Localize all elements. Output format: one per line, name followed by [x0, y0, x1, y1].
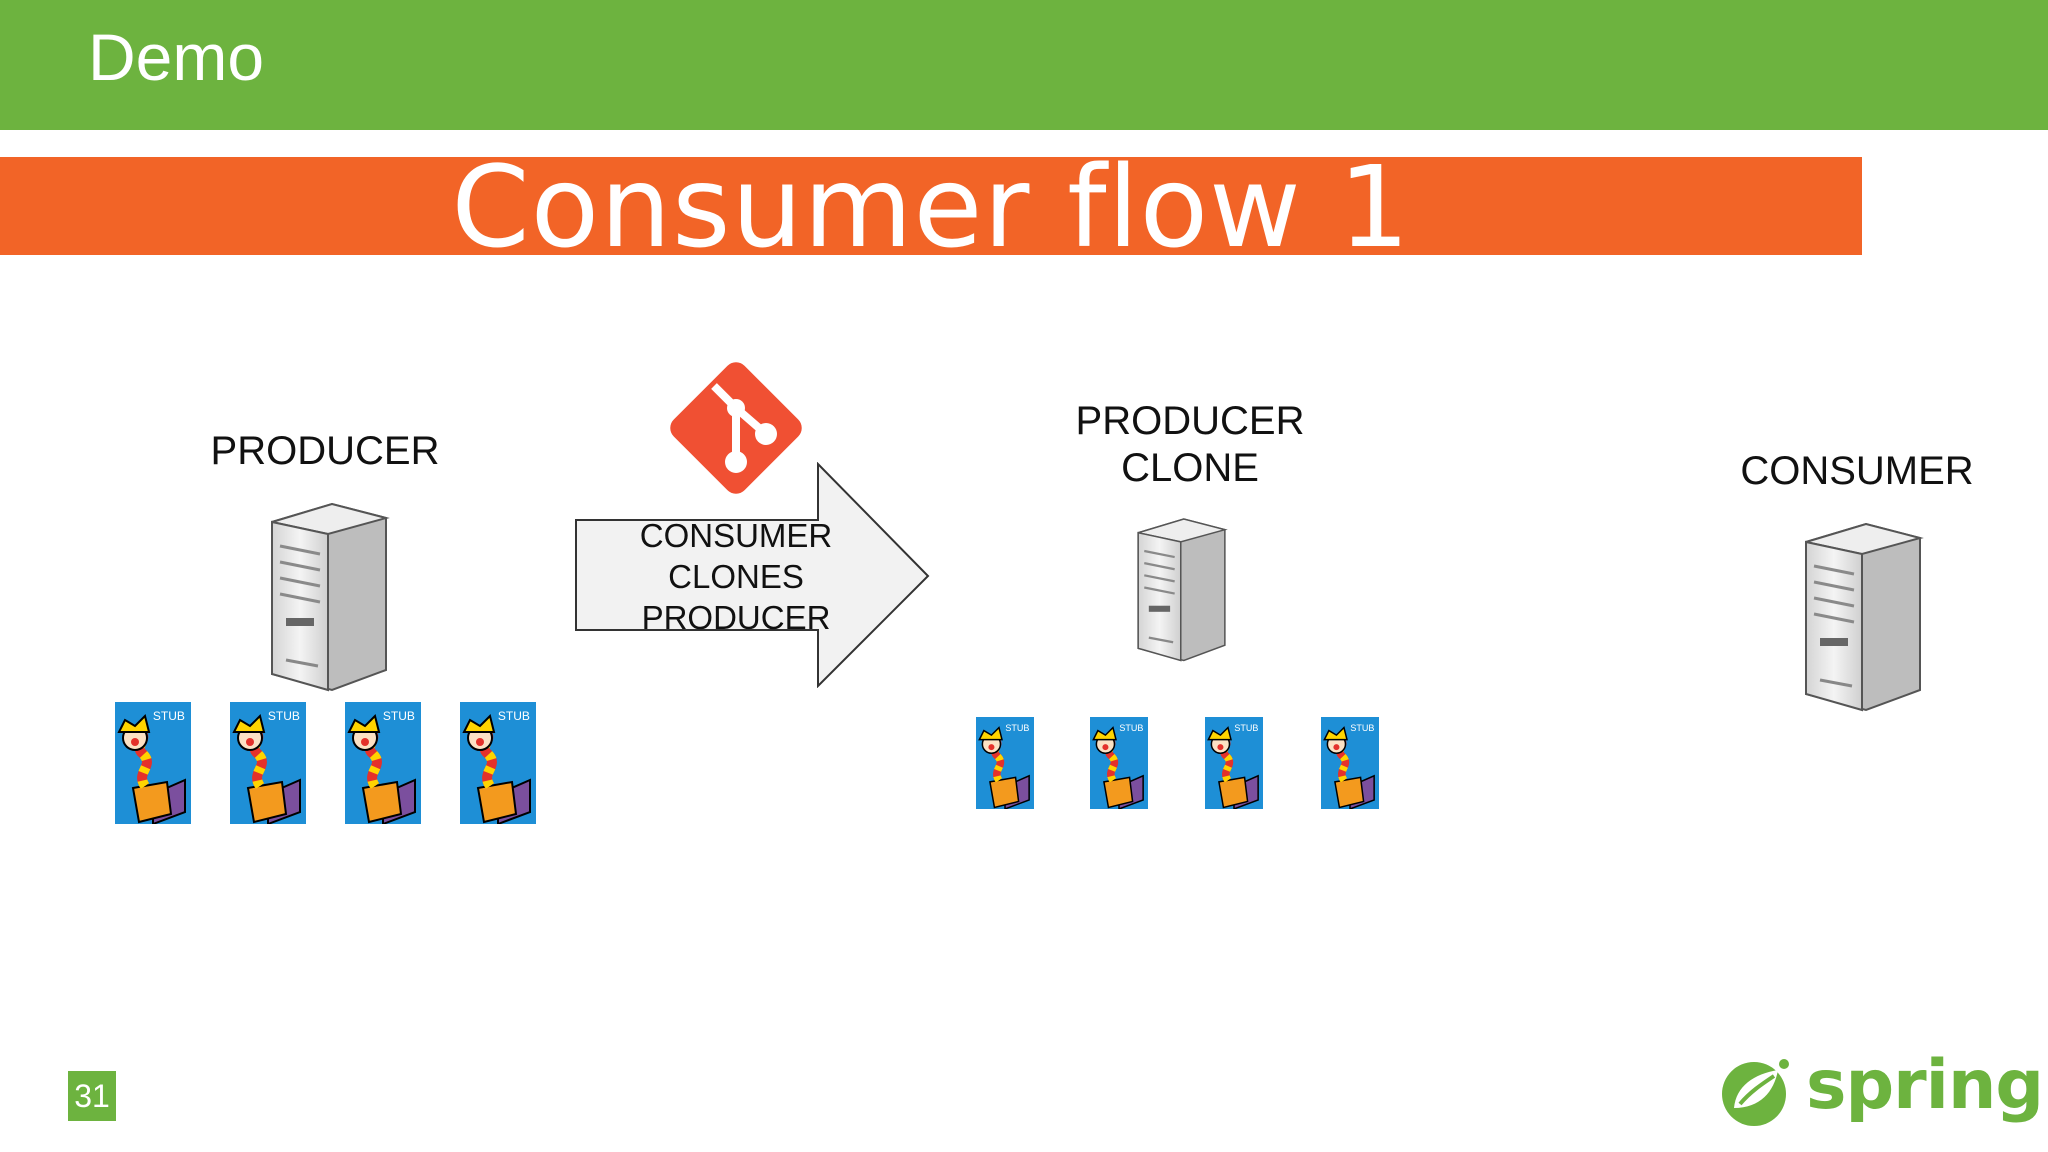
consumer-label: CONSUMER — [1740, 449, 1974, 493]
slide-title: Consumer flow 1 — [451, 157, 1411, 255]
jack-in-the-box-icon — [1092, 726, 1144, 809]
stub-label: STUB — [267, 709, 300, 724]
title-banner: Consumer flow 1 — [0, 157, 1862, 255]
stub-card: STUB — [1090, 717, 1148, 809]
page-number: 31 — [68, 1071, 116, 1121]
stub-label: STUB — [497, 709, 530, 724]
consumer-server-icon — [1805, 522, 1924, 712]
stub-card: STUB — [115, 702, 191, 824]
jack-in-the-box-icon — [462, 714, 531, 824]
arrow-text-line-3: PRODUCER — [641, 599, 831, 636]
arrow-text-line-1: CONSUMER — [639, 517, 833, 554]
jack-in-the-box-icon — [347, 714, 416, 824]
spring-logo-text: spring — [1806, 1046, 2044, 1125]
spring-leaf-logo-icon — [1722, 1059, 1789, 1126]
stub-card: STUB — [230, 702, 306, 824]
stub-card: STUB — [1321, 717, 1379, 809]
stub-card: STUB — [1205, 717, 1263, 809]
jack-in-the-box-icon — [232, 714, 301, 824]
producer-server-icon — [271, 502, 390, 692]
stub-label: STUB — [382, 709, 415, 724]
stub-card: STUB — [976, 717, 1034, 809]
stub-label: STUB — [152, 709, 185, 724]
git-logo-icon — [670, 362, 802, 494]
header-bar — [0, 0, 2048, 130]
stub-card: STUB — [460, 702, 536, 824]
jack-in-the-box-icon — [1323, 726, 1375, 809]
jack-in-the-box-icon — [978, 726, 1030, 809]
stub-label: STUB — [1234, 722, 1259, 733]
slide-header-title: Demo — [88, 20, 265, 94]
producer-clone-label-line-1: PRODUCER — [1075, 399, 1305, 443]
producer-clone-label-line-2: CLONE — [1121, 446, 1259, 490]
stub-label: STUB — [1119, 722, 1144, 733]
stub-card: STUB — [345, 702, 421, 824]
producer-label: PRODUCER — [210, 429, 440, 473]
producer-clone-server-icon — [1137, 518, 1228, 662]
clone-arrow-shape — [575, 462, 930, 688]
jack-in-the-box-icon — [1207, 726, 1259, 809]
stub-label: STUB — [1005, 722, 1030, 733]
jack-in-the-box-icon — [117, 714, 186, 824]
stub-label: STUB — [1350, 722, 1375, 733]
arrow-text-line-2: CLONES — [668, 558, 804, 595]
